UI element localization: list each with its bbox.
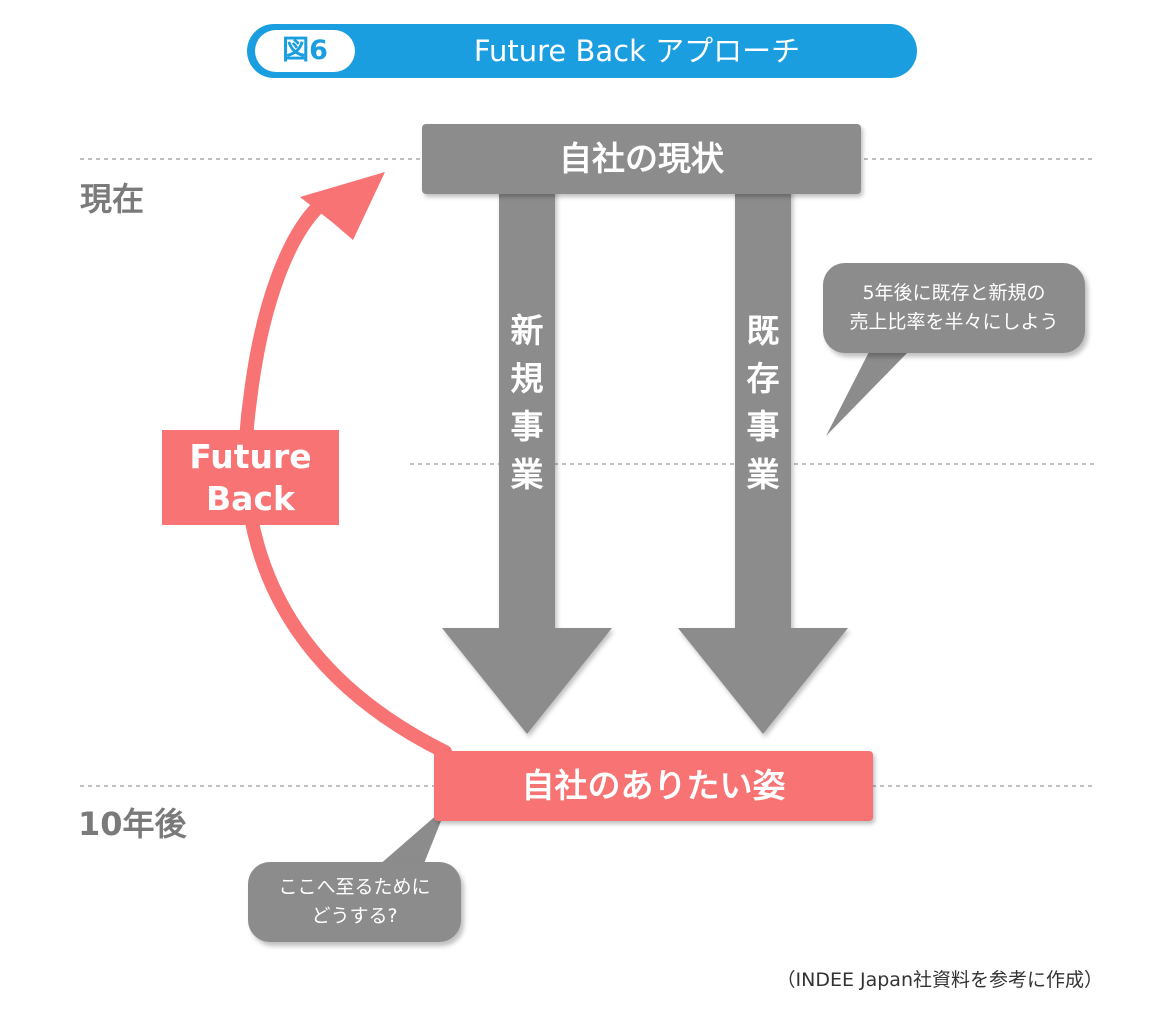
how-to-reach-callout-line1: ここへ至るために [278, 876, 431, 898]
sales-ratio-callout-line2: 売上比率を半々にしよう [849, 311, 1059, 333]
current-state-box: 自社の現状 [422, 124, 861, 194]
how-to-reach-callout: ここへ至るために どうする? [248, 862, 461, 942]
ideal-state-box: 自社のありたい姿 [434, 751, 873, 821]
sales-ratio-callout-tail [826, 350, 910, 436]
new-business-label: 新規事業 [510, 311, 544, 494]
future-back-arrowhead [300, 172, 385, 240]
timeline-future-label: 10年後 [78, 805, 187, 843]
how-to-reach-callout-line2: どうする? [311, 905, 398, 927]
future-back-label-line1: Future [189, 437, 312, 476]
title-banner: 図6 Future Back アプローチ [247, 24, 917, 78]
timeline-present-label: 現在 [80, 180, 145, 218]
future-back-label-line2: Back [206, 479, 295, 518]
sales-ratio-callout-line1: 5年後に既存と新規の [862, 282, 1046, 304]
existing-business-arrow [678, 190, 848, 734]
figure-title: Future Back アプローチ [473, 34, 801, 68]
how-to-reach-callout-tail [378, 806, 447, 866]
future-back-box: Future Back [162, 430, 339, 525]
sales-ratio-callout: 5年後に既存と新規の 売上比率を半々にしよう [823, 263, 1085, 353]
existing-business-label: 既存事業 [746, 311, 780, 494]
new-business-arrow [442, 190, 612, 734]
figure-number-badge: 図6 [255, 30, 355, 72]
source-note: （INDEE Japan社資料を参考に作成） [776, 969, 1104, 991]
